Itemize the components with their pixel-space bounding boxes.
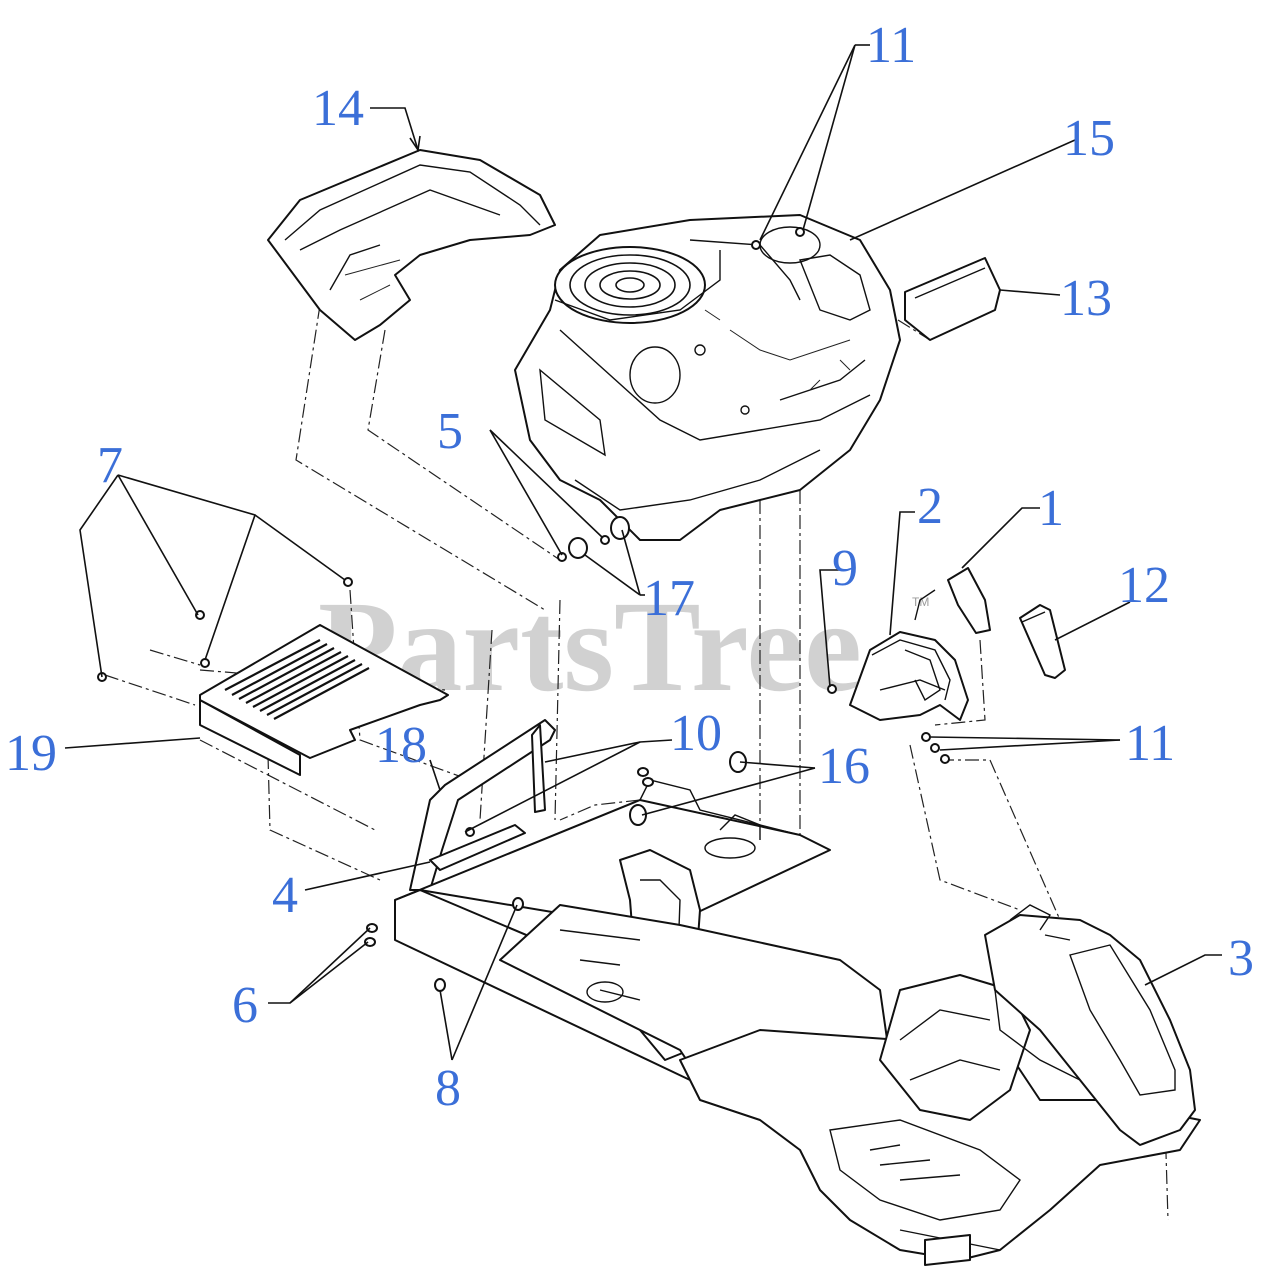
callout-13: 13	[1060, 270, 1112, 327]
callout-12: 12	[1118, 557, 1170, 614]
callout-3: 3	[1228, 930, 1254, 987]
callout-8: 8	[435, 1060, 461, 1117]
callout-9: 9	[832, 540, 858, 597]
hood-assembly	[514, 214, 901, 541]
engine-fan-grille	[554, 246, 706, 324]
knob-12	[1019, 604, 1066, 679]
trademark-mark: TM	[912, 595, 929, 609]
rear-body-shroud-3	[984, 904, 1196, 1146]
callout-19: 19	[5, 725, 57, 782]
callout-4: 4	[272, 867, 298, 924]
callout-2: 2	[917, 478, 943, 535]
ignition-switch-1	[914, 567, 991, 634]
chassis-frame	[394, 719, 1201, 1266]
leader-lines	[64, 44, 1222, 1061]
callout-7: 7	[97, 437, 123, 494]
side-panel-13	[904, 257, 1001, 341]
callout-11-top: 11	[866, 17, 916, 74]
callout-6: 6	[232, 977, 258, 1034]
callout-14: 14	[312, 80, 364, 137]
callout-5: 5	[437, 403, 463, 460]
fender-cover	[267, 149, 556, 341]
dash-console-2	[849, 631, 969, 721]
callout-labels: 14 11 15 13 5 7 2 1 9 17 12 10 11 19 18 …	[5, 17, 1254, 1117]
callout-17: 17	[643, 570, 695, 627]
washers-and-bolts-5-17	[557, 516, 630, 562]
callout-1: 1	[1038, 480, 1064, 537]
battery-cover-19	[97, 577, 449, 776]
callout-10: 10	[670, 705, 722, 762]
callout-11-right: 11	[1125, 715, 1175, 772]
callout-16: 16	[818, 738, 870, 795]
callout-18: 18	[375, 717, 427, 774]
callout-15: 15	[1063, 110, 1115, 167]
